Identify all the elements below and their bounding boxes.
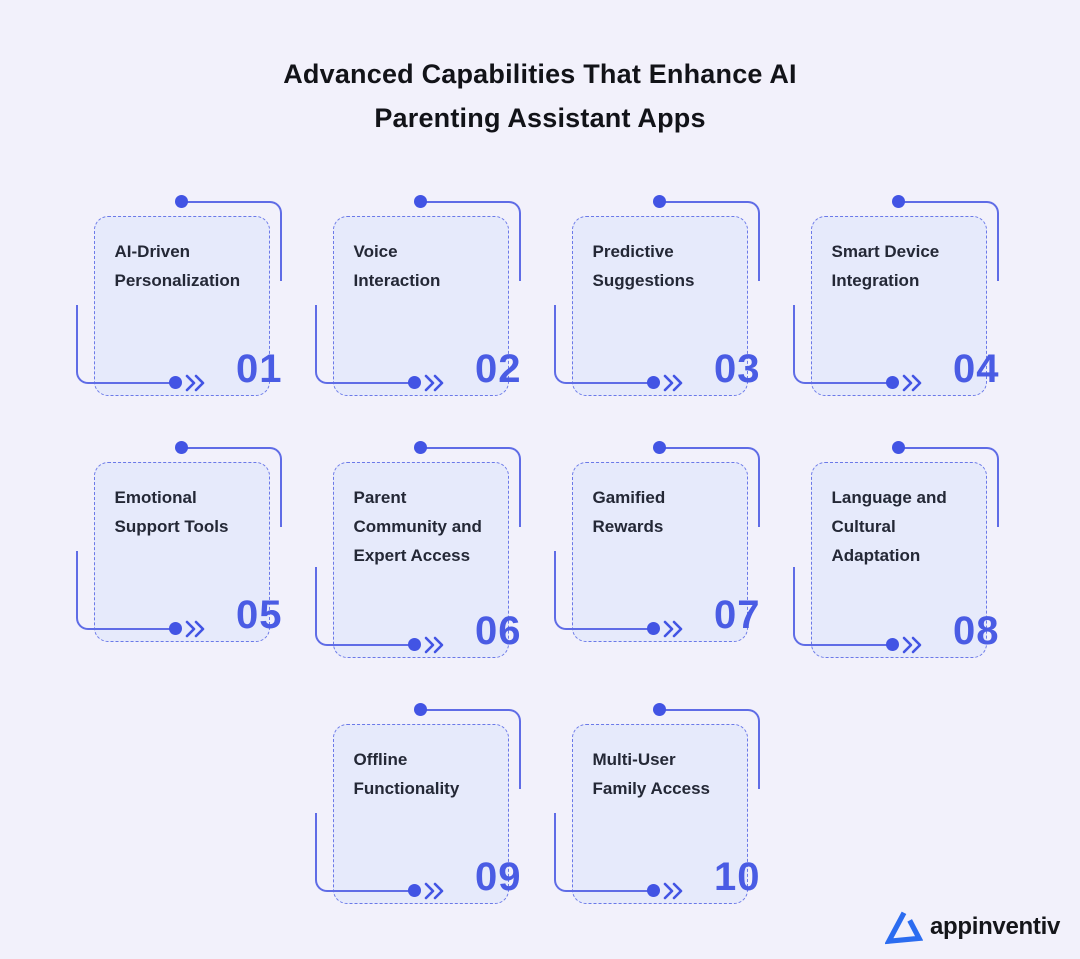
double-chevron-icon [424, 374, 443, 392]
page-title: Advanced Capabilities That Enhance AI Pa… [0, 0, 1080, 140]
connector-dot-bottom-icon [407, 638, 421, 651]
connector-dot-bottom-icon [168, 376, 182, 389]
appinventiv-logo-text: appinventiv [929, 913, 1060, 940]
double-chevron-icon [663, 620, 682, 638]
connector-dot-top-icon [413, 195, 427, 208]
card-number: 08 [953, 609, 1000, 653]
connector-dot-bottom-icon [407, 376, 421, 389]
connector-dot-top-icon [891, 195, 905, 208]
double-chevron-icon [185, 620, 204, 638]
appinventiv-logo-icon [884, 911, 923, 945]
connector-dot-bottom-icon [646, 884, 660, 897]
card-number: 10 [714, 855, 761, 899]
connector-dot-top-icon [652, 195, 666, 208]
appinventiv-logo: appinventiv [884, 909, 1060, 945]
connector-dot-top-icon [652, 441, 666, 454]
connector-dot-bottom-icon [885, 638, 899, 651]
connector-dot-top-icon [891, 441, 905, 454]
double-chevron-icon [424, 882, 443, 900]
connector-dot-top-icon [174, 441, 188, 454]
connector-dot-top-icon [174, 195, 188, 208]
page-title-line-2: Parenting Assistant Apps [374, 103, 706, 133]
double-chevron-icon [902, 636, 921, 654]
card-number: 04 [953, 347, 1000, 391]
card-number: 09 [475, 855, 522, 899]
card-number: 02 [475, 347, 522, 391]
connector-dot-top-icon [652, 703, 666, 716]
connector-dot-top-icon [413, 441, 427, 454]
double-chevron-icon [663, 882, 682, 900]
double-chevron-icon [902, 374, 921, 392]
connector-dot-bottom-icon [407, 884, 421, 897]
card-number: 01 [236, 347, 283, 391]
connector-dot-bottom-icon [168, 622, 182, 635]
card-number: 03 [714, 347, 761, 391]
connector-dot-top-icon [413, 703, 427, 716]
double-chevron-icon [663, 374, 682, 392]
connector-dot-bottom-icon [885, 376, 899, 389]
card-number: 05 [236, 593, 283, 637]
double-chevron-icon [185, 374, 204, 392]
card-number: 06 [475, 609, 522, 653]
connector-dot-bottom-icon [646, 622, 660, 635]
connector-dot-bottom-icon [646, 376, 660, 389]
double-chevron-icon [424, 636, 443, 654]
card-number: 07 [714, 593, 761, 637]
page-title-line-1: Advanced Capabilities That Enhance AI [283, 59, 797, 89]
